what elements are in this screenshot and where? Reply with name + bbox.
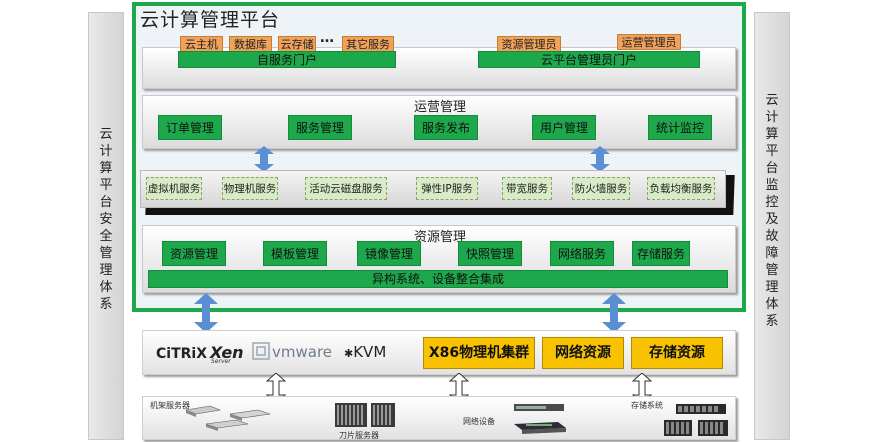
security-pillar	[88, 12, 124, 440]
tag-other-services[interactable]: 其它服务	[342, 36, 394, 52]
double-arrow-icon	[449, 373, 469, 403]
double-arrow-icon	[266, 373, 286, 403]
rack-server-icon	[184, 405, 271, 431]
physical-machine-service[interactable]: 物理机服务	[222, 177, 278, 200]
cloud-disk-service[interactable]: 活动云磁盘服务	[305, 177, 387, 200]
vmware-logo: vmware	[272, 343, 333, 361]
blade-server-icon	[371, 403, 395, 427]
statistics-monitor-button[interactable]: 统计监控	[648, 115, 712, 140]
monitoring-pillar	[754, 12, 790, 440]
blade-server-icon	[335, 403, 367, 427]
storage-array-icon	[664, 404, 728, 436]
network-service-button[interactable]: 网络服务	[550, 241, 614, 266]
security-pillar-label: 云计算平台安全管理体系	[99, 127, 113, 312]
tag-resource-admin[interactable]: 资源管理员	[497, 36, 561, 52]
snapshot-management-button[interactable]: 快照管理	[458, 241, 522, 266]
double-arrow-icon	[254, 146, 274, 172]
firewall-service[interactable]: 防火墙服务	[572, 177, 630, 200]
operations-label: 运营管理	[413, 100, 466, 115]
service-publish-button[interactable]: 服务发布	[414, 115, 478, 140]
vmware-logo-icon	[252, 342, 270, 360]
elastic-ip-service[interactable]: 弹性IP服务	[416, 177, 478, 200]
monitoring-pillar-label: 云计算平台监控及故障管理体系	[765, 93, 779, 329]
double-arrow-icon	[194, 293, 218, 333]
ellipsis: …	[320, 30, 334, 46]
load-balancer-service[interactable]: 负载均衡服务	[647, 177, 715, 200]
storage-system-label: 存储系统	[631, 401, 663, 410]
network-resource-block[interactable]: 网络资源	[542, 337, 624, 369]
tag-operation-admin[interactable]: 运营管理员	[617, 34, 681, 50]
template-management-button[interactable]: 模板管理	[263, 241, 327, 266]
storage-service-button[interactable]: 存储服务	[632, 241, 690, 266]
platform-title: 云计算管理平台	[140, 9, 281, 31]
double-arrow-icon	[590, 146, 610, 172]
admin-portal[interactable]: 云平台管理员门户	[478, 51, 700, 68]
network-device-label: 网络设备	[463, 417, 495, 426]
bandwidth-service[interactable]: 带宽服务	[502, 177, 552, 200]
resource-management-button[interactable]: 资源管理	[162, 241, 226, 266]
user-management-button[interactable]: 用户管理	[532, 115, 596, 140]
double-arrow-icon	[602, 293, 626, 333]
network-switch-icon	[514, 404, 566, 434]
blade-server-label: 刀片服务器	[339, 431, 379, 440]
double-arrow-icon	[632, 373, 652, 403]
resources-label: 资源管理	[413, 230, 466, 245]
integration-bar[interactable]: 异构系统、设备整合集成	[148, 270, 728, 288]
service-management-button[interactable]: 服务管理	[288, 115, 352, 140]
rack-server-label: 机架服务器	[150, 401, 190, 410]
kvm-logo: ✱KVM	[344, 343, 387, 361]
storage-resource-block[interactable]: 存储资源	[631, 337, 723, 369]
image-management-button[interactable]: 镜像管理	[357, 241, 421, 266]
order-management-button[interactable]: 订单管理	[158, 115, 222, 140]
self-service-portal[interactable]: 自服务门户	[178, 51, 396, 68]
x86-cluster-block[interactable]: X86物理机集群	[423, 337, 535, 369]
vm-service[interactable]: 虚拟机服务	[146, 177, 202, 200]
tag-cloud-host[interactable]: 云主机	[180, 36, 223, 52]
tag-database[interactable]: 数据库	[229, 36, 272, 52]
tag-cloud-storage[interactable]: 云存储	[278, 36, 316, 52]
